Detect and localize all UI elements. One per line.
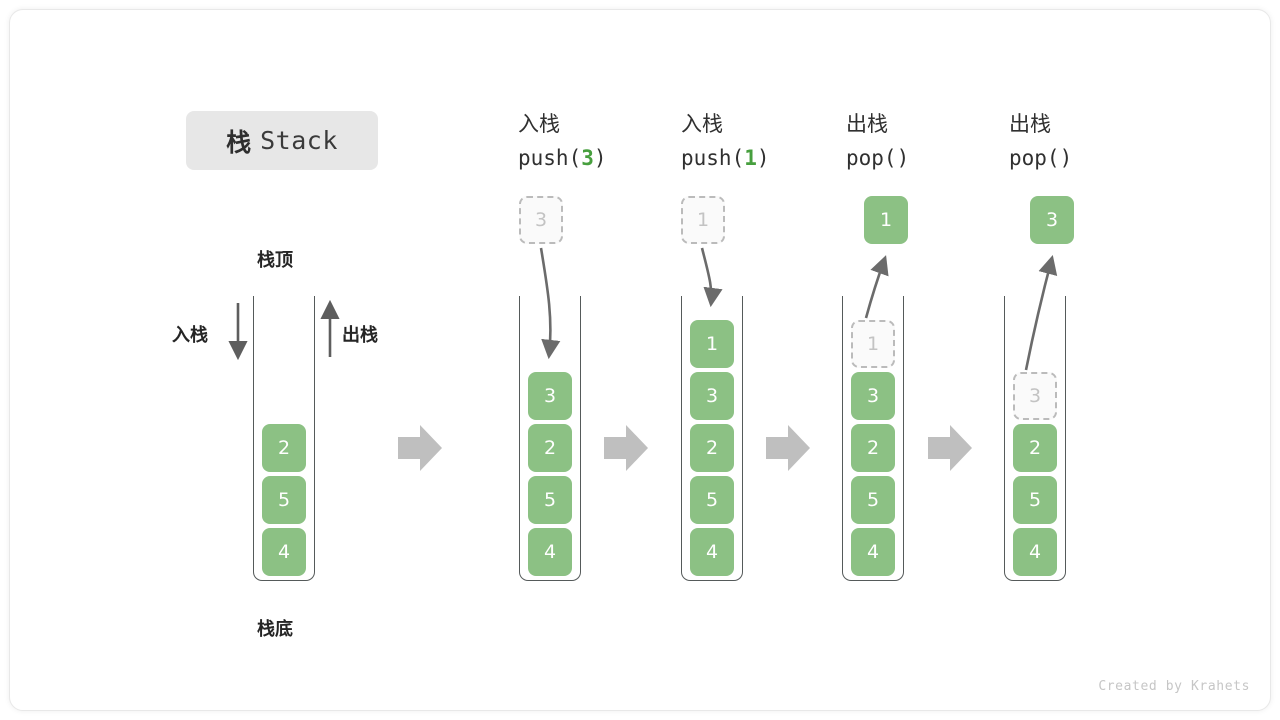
stage-pop3-op-cn: 出栈	[1009, 113, 1051, 136]
stage-push3-op-code: push(3)	[518, 146, 607, 170]
stack-cell: 2	[851, 424, 895, 472]
stack-cell: 3	[528, 372, 572, 420]
stack-cell-removed: 3	[1013, 372, 1057, 420]
stack-container-pop3	[1004, 296, 1066, 581]
stage-push1-op-cn: 入栈	[681, 113, 723, 136]
stack-container-initial	[253, 296, 315, 581]
stack-cell: 5	[690, 476, 734, 524]
stack-cell-removed: 1	[851, 320, 895, 368]
stage-push3-arg: 3	[581, 146, 594, 170]
stage-push3-incoming-cell: 3	[519, 196, 563, 244]
diagram-title-chip: 栈 Stack	[186, 111, 378, 170]
stage-pop1-op-code: pop()	[846, 146, 910, 170]
stack-cell: 5	[262, 476, 306, 524]
stage-pop1-op-cn: 出栈	[846, 113, 888, 136]
stack-cell: 1	[690, 320, 734, 368]
stage-push1-arg: 1	[744, 146, 757, 170]
stack-cell: 3	[690, 372, 734, 420]
stack-cell: 4	[690, 528, 734, 576]
stack-cell: 4	[262, 528, 306, 576]
stack-container-pop1	[842, 296, 904, 581]
push-side-label: 入栈	[172, 325, 208, 345]
stage-pop3-outgoing-cell: 3	[1030, 196, 1074, 244]
stack-cell: 4	[1013, 528, 1057, 576]
pop-side-label: 出栈	[342, 325, 378, 345]
stack-cell: 5	[528, 476, 572, 524]
stack-cell: 4	[528, 528, 572, 576]
stage-push3-op-cn: 入栈	[518, 113, 560, 136]
stage-pop1-outgoing-cell: 1	[864, 196, 908, 244]
diagram-title-en: Stack	[260, 126, 338, 155]
stack-cell: 2	[690, 424, 734, 472]
stage-push1-op-code: push(1)	[681, 146, 770, 170]
stack-cell: 2	[528, 424, 572, 472]
diagram-title-cn: 栈	[226, 128, 252, 157]
stack-container-push3	[519, 296, 581, 581]
stage-push1-incoming-cell: 1	[681, 196, 725, 244]
stage-pop3-op-code: pop()	[1009, 146, 1073, 170]
stack-cell: 4	[851, 528, 895, 576]
stack-cell: 5	[1013, 476, 1057, 524]
stack-bottom-label: 栈底	[257, 619, 293, 639]
stack-top-label: 栈顶	[257, 250, 293, 270]
stack-cell: 2	[262, 424, 306, 472]
stack-cell: 5	[851, 476, 895, 524]
credit-text: Created by Krahets	[1098, 679, 1250, 694]
stack-cell: 3	[851, 372, 895, 420]
stack-cell: 2	[1013, 424, 1057, 472]
stack-container-push1	[681, 296, 743, 581]
